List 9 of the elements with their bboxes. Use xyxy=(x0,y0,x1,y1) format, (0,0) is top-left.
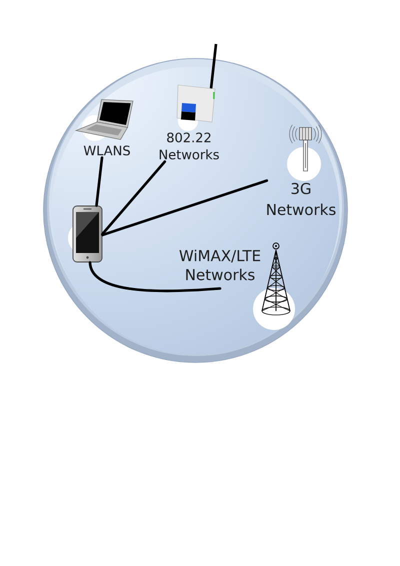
connector-line xyxy=(101,160,166,236)
connector-line xyxy=(95,156,104,207)
node-label: 3G Networks xyxy=(267,182,336,216)
connector-line xyxy=(88,261,222,292)
node-label: WiMAX/LTE Networks xyxy=(179,250,260,280)
node-label: WLANS xyxy=(84,146,130,156)
connector-line xyxy=(101,179,268,236)
phone-picture xyxy=(72,206,102,262)
node-label: 802.22 Networks xyxy=(160,132,219,160)
